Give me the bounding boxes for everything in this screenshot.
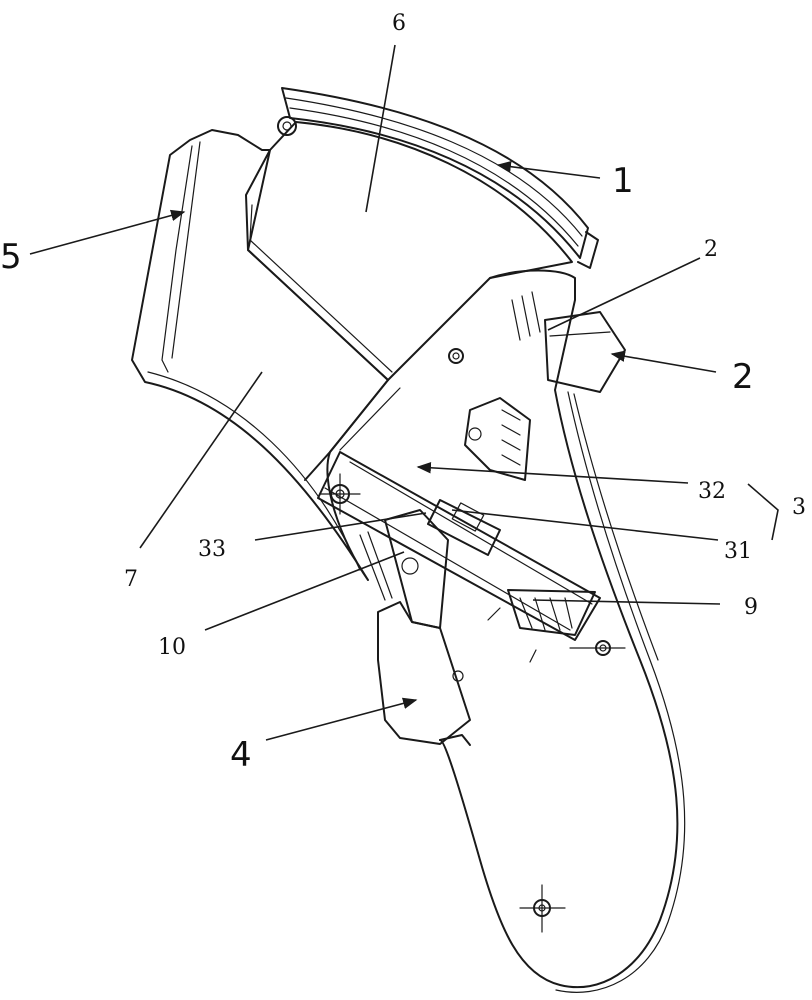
lever-and-trigger — [359, 509, 471, 745]
leader-6 — [365, 44, 396, 213]
leader-4 — [265, 697, 418, 741]
label-10: 10 — [158, 635, 186, 660]
label-33: 33 — [198, 537, 226, 562]
leader-33 — [254, 512, 427, 541]
label-5: 5 — [0, 237, 22, 277]
label-9: 9 — [744, 595, 758, 620]
housing-shell — [131, 129, 389, 581]
label-7: 7 — [124, 567, 138, 592]
screw-bosses — [519, 640, 626, 933]
bracket-3 — [747, 483, 779, 541]
label-3: 3 — [792, 495, 806, 520]
label-6: 6 — [392, 11, 406, 36]
handle-body — [304, 269, 686, 993]
leader-lines — [29, 44, 779, 741]
reference-numerals: 1 2 2 3 4 5 6 7 9 10 31 32 33 — [0, 11, 806, 775]
label-32: 32 — [698, 479, 726, 504]
slide-mechanism — [317, 451, 601, 663]
leader-5 — [29, 209, 186, 255]
leader-31 — [451, 509, 719, 541]
leader-9 — [532, 599, 721, 605]
rear-block — [448, 291, 626, 481]
upper-chamber — [245, 121, 573, 381]
leader-10 — [204, 551, 405, 631]
leader-7 — [139, 371, 263, 549]
label-1: 1 — [612, 161, 634, 201]
leader-2-small — [547, 257, 701, 331]
leader-1 — [496, 160, 601, 179]
label-2-small: 2 — [704, 237, 718, 262]
leader-32 — [416, 462, 689, 484]
leader-2-large — [610, 350, 717, 373]
lid-cover — [277, 87, 599, 269]
label-4: 4 — [230, 735, 252, 775]
label-31: 31 — [724, 539, 752, 564]
label-2-large: 2 — [732, 357, 754, 397]
